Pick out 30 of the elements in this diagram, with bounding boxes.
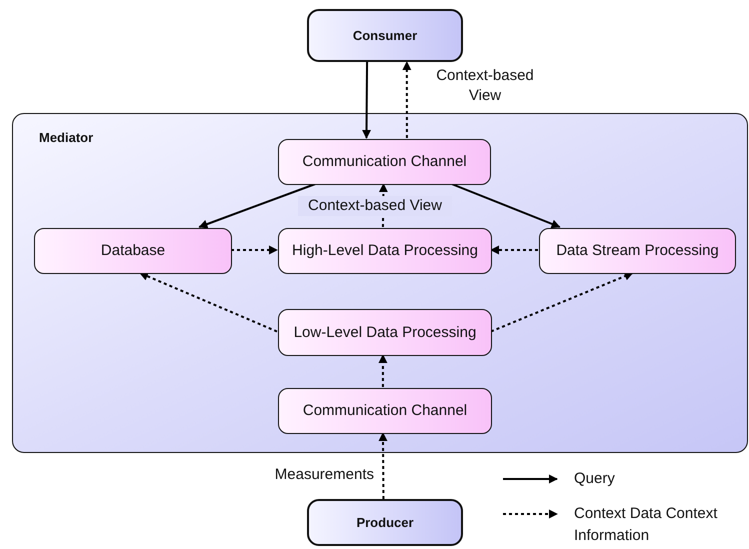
process-box — [34, 228, 232, 274]
arrow — [490, 272, 634, 332]
arrow — [378, 354, 388, 387]
panel-title: Mediator — [39, 129, 94, 147]
arrow — [139, 272, 278, 332]
arrow — [451, 183, 560, 228]
arrow — [362, 62, 372, 139]
process-box — [278, 388, 492, 434]
node-label: Database — [100, 241, 166, 261]
node-label: Consumer — [352, 26, 418, 45]
process-box — [278, 139, 491, 185]
process-box — [278, 228, 492, 274]
arrow — [198, 183, 316, 228]
mediator-panel — [12, 113, 748, 453]
process-box — [278, 309, 492, 356]
legend-text: Context Data Context Information — [574, 504, 718, 546]
node-label: Data Stream Processing — [555, 241, 720, 261]
process-box — [539, 228, 736, 274]
arrow — [231, 246, 278, 254]
actor-box — [307, 499, 463, 546]
node-label: Low-Level Data Processing — [292, 322, 478, 342]
actor-box — [307, 9, 463, 62]
arrow — [402, 61, 412, 138]
node-label: Producer — [355, 514, 415, 532]
legend-text: Query — [574, 469, 616, 489]
node-label: Communication Channel — [302, 401, 468, 421]
arrow — [378, 432, 388, 499]
node-label: High-Level Data Processing — [291, 241, 479, 261]
arrow — [490, 246, 538, 254]
node-label: Communication Channel — [301, 152, 468, 172]
